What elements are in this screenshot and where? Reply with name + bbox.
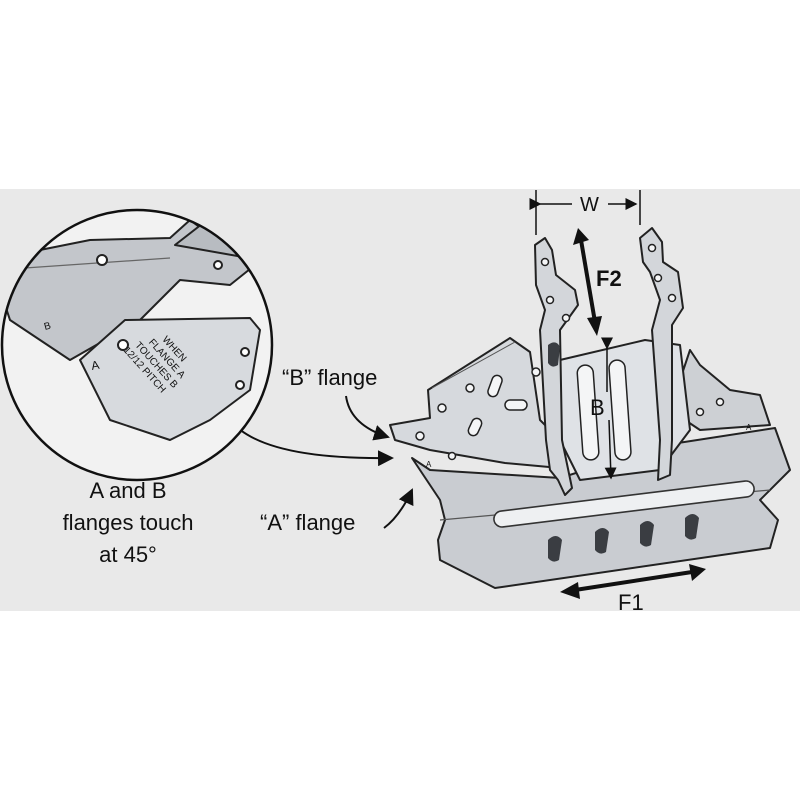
label-a-flange: “A” flange (260, 510, 355, 535)
label-b-flange: “B” flange (282, 365, 377, 390)
dimension-w (529, 190, 641, 235)
label-b-dimension: B (590, 395, 605, 420)
dimension-f2 (573, 228, 602, 336)
caption: A and B flanges touch at 45° (63, 478, 194, 567)
b-flange-leader (345, 395, 390, 441)
label-w: W (580, 194, 599, 216)
caption-line-1: A and B (89, 478, 166, 503)
dimension-b (601, 337, 617, 480)
flange-letter-a-small: A (426, 460, 432, 469)
seat-embossments (548, 342, 699, 562)
hurricane-tie-connector (389, 227, 791, 589)
seat-slot (493, 480, 755, 528)
caption-line-2: flanges touch (63, 510, 194, 535)
right-upright (639, 227, 684, 481)
dimension-f1 (560, 564, 706, 599)
label-f2: F2 (596, 266, 622, 291)
flange-letter-a-right: A (746, 423, 752, 432)
detail-circle: B A WHEN FLANGE A TOUCHES B 12/12 PITCH (0, 208, 274, 482)
left-upright (534, 237, 579, 496)
connector-holes (415, 243, 725, 461)
detail-letter-b: B (43, 320, 53, 332)
caption-line-3: at 45° (99, 542, 157, 567)
a-flange-leader (383, 488, 414, 529)
detail-letter-a: A (90, 358, 100, 373)
right-flange-plate (669, 349, 771, 431)
label-f1: F1 (618, 590, 644, 615)
